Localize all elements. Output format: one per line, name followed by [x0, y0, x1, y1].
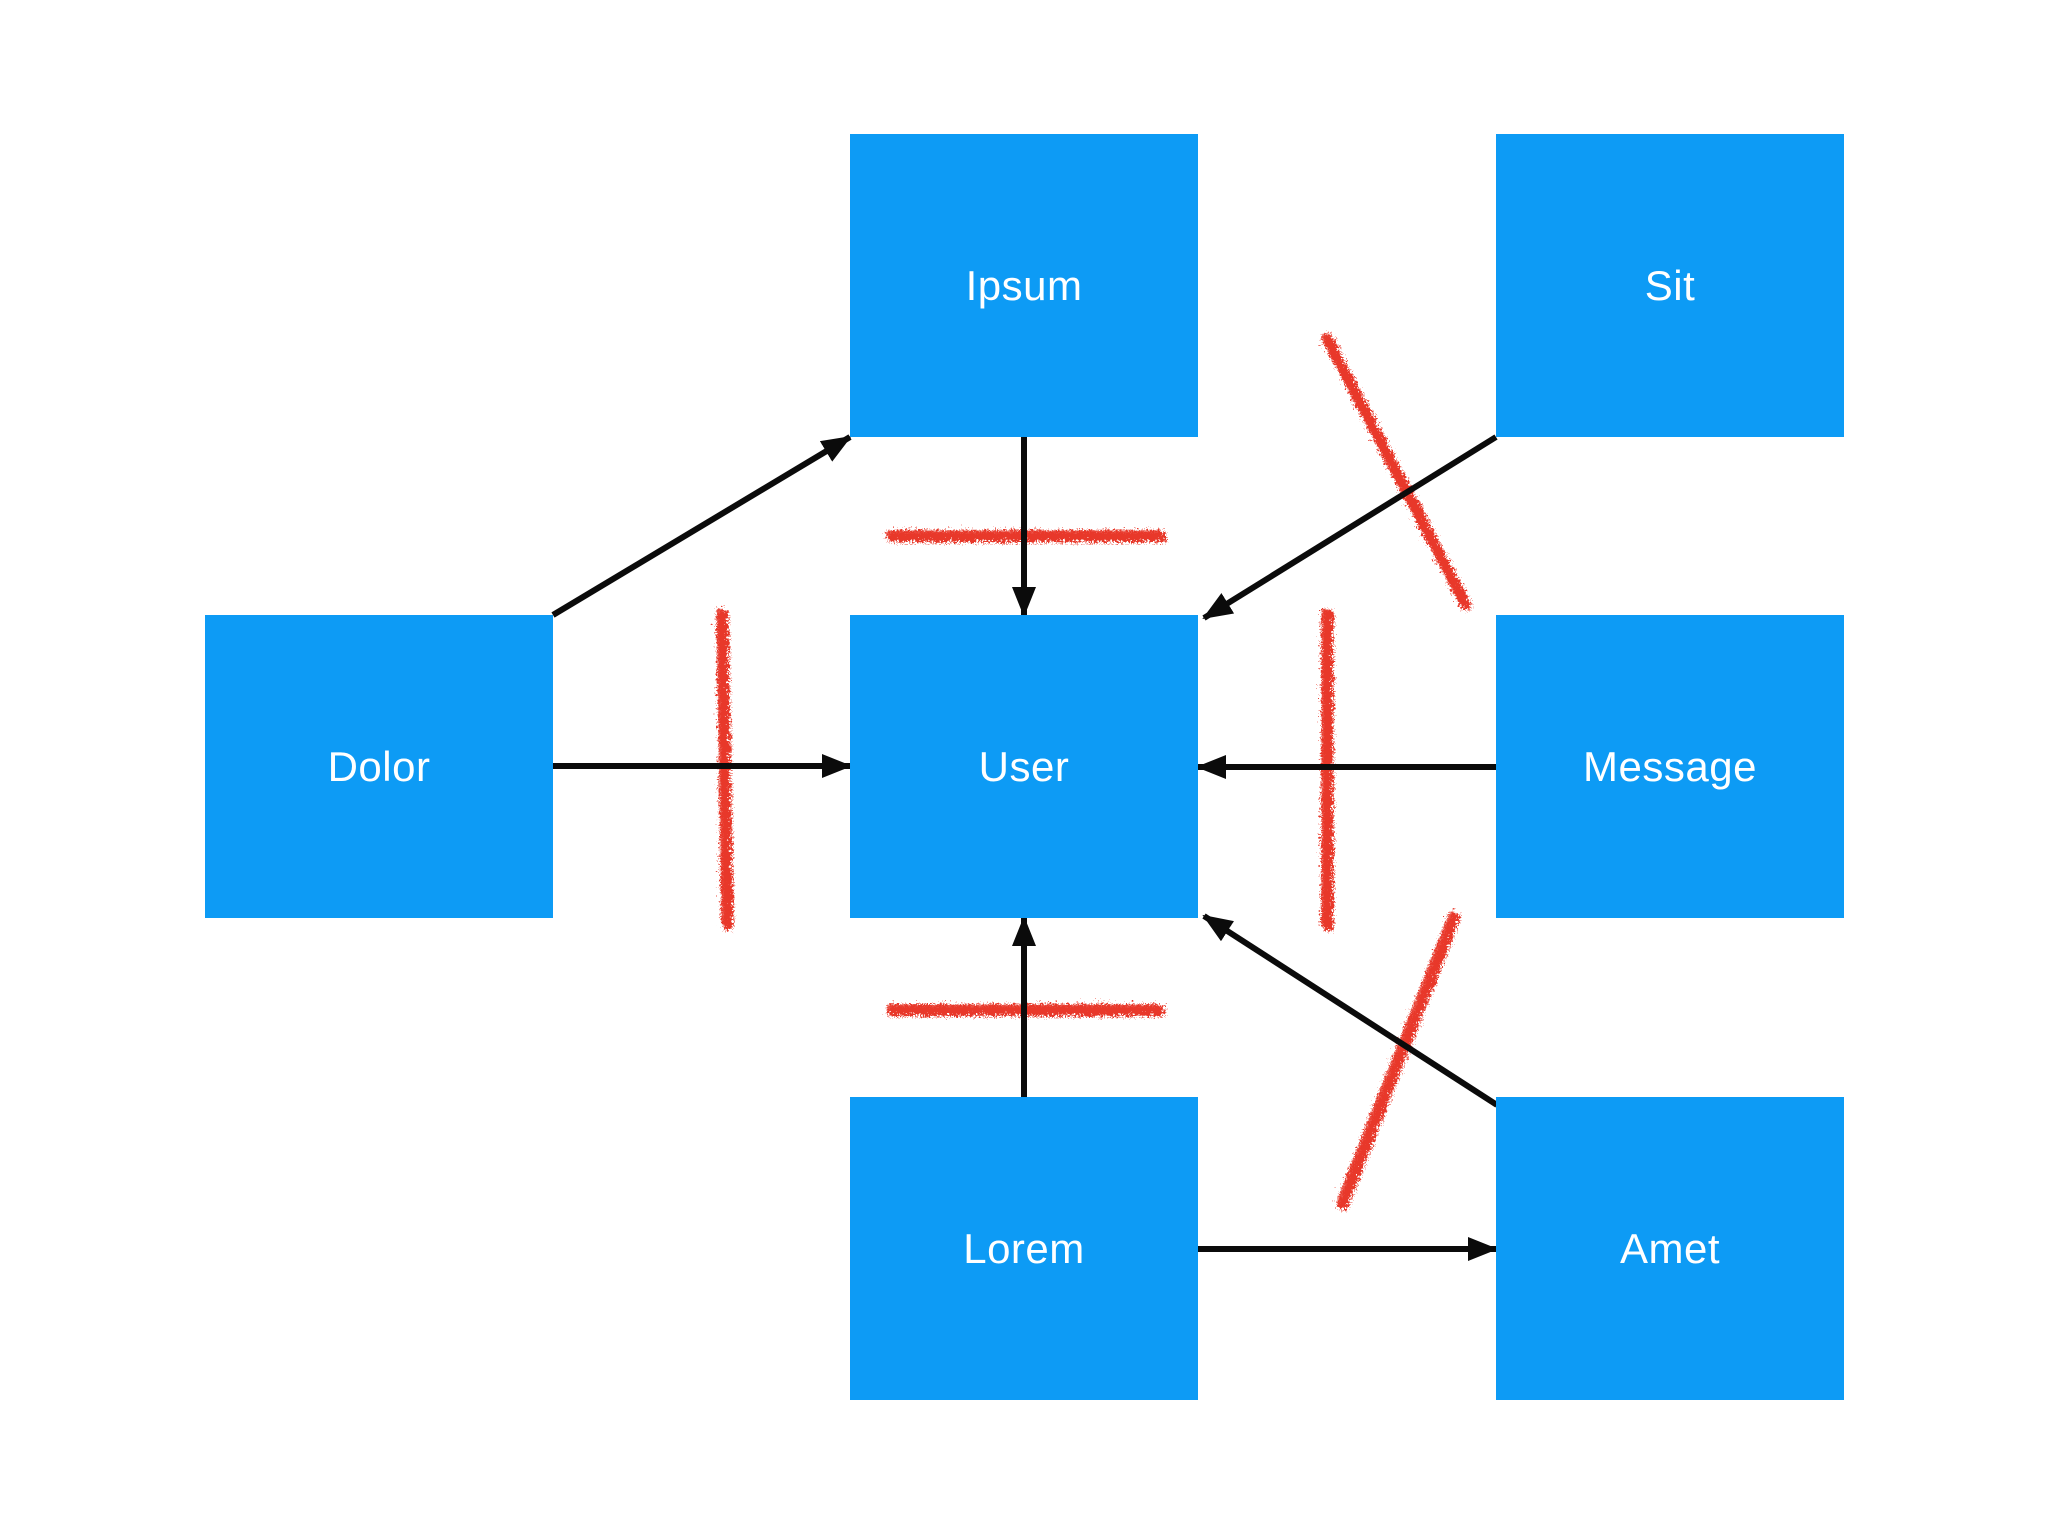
node-sit-box[interactable]	[1496, 134, 1844, 437]
arrow-amet-to-user	[1202, 913, 1499, 1108]
node-amet[interactable]: Amet	[1496, 1097, 1844, 1400]
node-ipsum-box[interactable]	[850, 134, 1198, 437]
node-amet-box[interactable]	[1496, 1097, 1844, 1400]
node-message-box[interactable]	[1496, 615, 1844, 918]
node-lorem-label: Lorem	[963, 1225, 1085, 1272]
node-amet-label: Amet	[1620, 1225, 1720, 1272]
edges-layer	[551, 434, 1499, 1261]
node-message[interactable]: Message	[1496, 615, 1844, 918]
arrow-sit-to-user	[1202, 434, 1498, 621]
arrow-dolor-to-ipsum	[551, 434, 852, 618]
strike-mark-sit-user	[1321, 333, 1467, 606]
strike-mark-amet-user	[1336, 911, 1456, 1206]
node-dolor-box[interactable]	[205, 615, 553, 918]
node-message-label: Message	[1583, 743, 1757, 790]
node-dolor-label: Dolor	[328, 743, 431, 790]
node-ipsum-label: Ipsum	[966, 262, 1083, 309]
node-lorem-box[interactable]	[850, 1097, 1198, 1400]
node-sit-label: Sit	[1645, 262, 1696, 309]
node-user-box[interactable]	[850, 615, 1198, 918]
node-ipsum[interactable]: Ipsum	[850, 134, 1198, 437]
node-sit[interactable]: Sit	[1496, 134, 1844, 437]
node-lorem[interactable]: Lorem	[850, 1097, 1198, 1400]
node-user[interactable]: User	[850, 615, 1198, 918]
node-user-label: User	[979, 743, 1070, 790]
node-dolor[interactable]: Dolor	[205, 615, 553, 918]
